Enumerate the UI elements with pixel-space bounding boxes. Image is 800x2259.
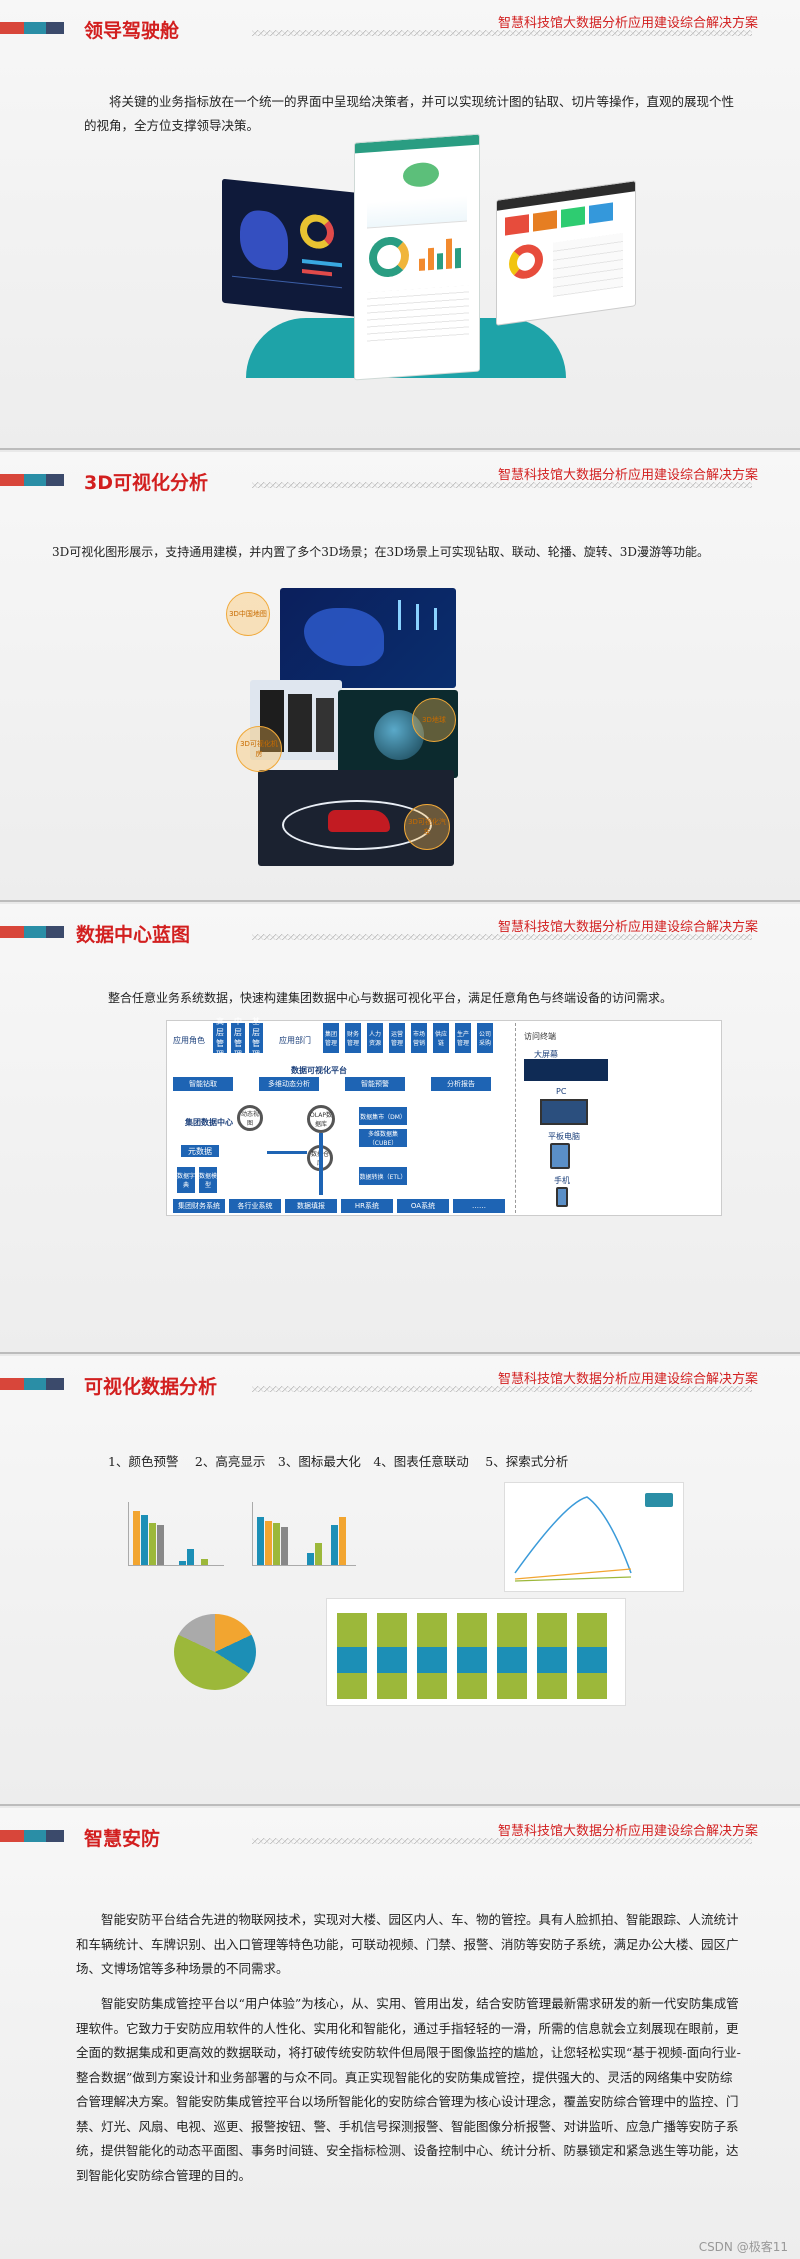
model-box: 数据模型 <box>199 1167 217 1193</box>
dept-box: 运营管理 <box>389 1023 405 1053</box>
bubble-3d-car: 3D可视化汽车 <box>404 804 450 850</box>
header-stripes <box>0 926 70 938</box>
source-box: 集团财务系统 <box>173 1199 225 1213</box>
metadata-box: 元数据 <box>181 1145 219 1157</box>
dept-box: 财务管理 <box>345 1023 361 1053</box>
slide-title: 3D可视化分析 <box>84 472 208 494</box>
center-label: 集团数据中心 <box>185 1118 233 1127</box>
slide-header: 智慧科技馆大数据分析应用建设综合解决方案 <box>497 16 758 31</box>
header-stripes <box>0 474 70 486</box>
divider <box>252 934 752 940</box>
dept-box: 人力资源 <box>367 1023 383 1053</box>
stacked-bar <box>497 1613 527 1699</box>
stacked-bar <box>577 1613 607 1699</box>
dict-box: 数据字典 <box>177 1167 195 1193</box>
slide-body: 整合任意业务系统数据，快速构建集团数据中心与数据可视化平台，满足任意角色与终端设… <box>108 991 673 1005</box>
role-box: 中层管理 <box>231 1017 245 1059</box>
slide-body: 3D可视化图形展示，支持通用建模，并内置了多个3D场景；在3D场景上可实现钻取、… <box>52 545 710 559</box>
depts-label: 应用部门 <box>279 1036 311 1045</box>
role-box: 基层管理 <box>249 1017 263 1059</box>
stacked-bar <box>377 1613 407 1699</box>
terminals-label: 访问终端 <box>524 1032 556 1041</box>
slide-data-center-blueprint: 数据中心蓝图 智慧科技馆大数据分析应用建设综合解决方案 整合任意业务系统数据，快… <box>0 904 800 1354</box>
terminal-pc: PC <box>556 1087 567 1096</box>
header-stripes <box>0 1830 70 1842</box>
stacked-bar <box>537 1613 567 1699</box>
dept-box: 市场营销 <box>411 1023 427 1053</box>
slide-title: 智慧安防 <box>84 1828 161 1850</box>
features-line: 1、颜色预警 2、高亮显示 3、图标最大化 4、图表任意联动 5、探索式分析 <box>108 1454 569 1469</box>
stacked-bar <box>457 1613 487 1699</box>
slide-smart-security: 智慧安防 智慧科技馆大数据分析应用建设综合解决方案 智能安防平台结合先进的物联网… <box>0 1808 800 2259</box>
footer-watermark: CSDN @极客11 <box>698 2240 788 2254</box>
bubble-3d-earth: 3D地球 <box>412 698 456 742</box>
divider <box>252 1386 752 1392</box>
dept-box: 生产管理 <box>455 1023 471 1053</box>
paragraph-1: 智能安防平台结合先进的物联网技术，实现对大楼、园区内人、车、物的管控。具有人脸抓… <box>76 1912 739 1976</box>
slide-header: 智慧科技馆大数据分析应用建设综合解决方案 <box>497 1824 758 1839</box>
divider <box>252 482 752 488</box>
etl-box: 数据转换（ETL） <box>359 1167 407 1185</box>
dept-box: 供应链 <box>433 1023 449 1053</box>
mart-box: 数据集市（DM） <box>359 1107 407 1125</box>
terminal-phone: 手机 <box>554 1176 570 1185</box>
divider <box>252 30 752 36</box>
dept-box: 集团管理 <box>323 1023 339 1053</box>
slide-body: 将关键的业务指标放在一个统一的界面中呈现给决策者，并可以实现统计图的钻取、切片等… <box>84 94 735 133</box>
dept-box: 公司采购 <box>477 1023 493 1053</box>
stacked-bar <box>417 1613 447 1699</box>
header-stripes <box>0 1378 70 1390</box>
source-box: HR系统 <box>341 1199 393 1213</box>
header-stripes <box>0 22 70 34</box>
source-box: 数据填报 <box>285 1199 337 1213</box>
source-box: 各行业系统 <box>229 1199 281 1213</box>
feature-box: 智能钻取 <box>173 1077 233 1091</box>
slide-title: 数据中心蓝图 <box>76 924 191 946</box>
terminal-bigscreen: 大屏幕 <box>534 1050 558 1059</box>
feature-box: 分析报告 <box>431 1077 491 1091</box>
slide-title: 可视化数据分析 <box>84 1376 218 1398</box>
bubble-3d-map: 3D中国地图 <box>226 592 270 636</box>
slide-header: 智慧科技馆大数据分析应用建设综合解决方案 <box>497 1372 758 1387</box>
blueprint-diagram: 应用角色 高层管理 中层管理 基层管理 应用部门 集团管理财务管理人力资源运营管… <box>166 1017 722 1216</box>
feature-box: 多维动态分析 <box>259 1077 319 1091</box>
feature-box: 智能预警 <box>345 1077 405 1091</box>
role-box: 高层管理 <box>213 1017 227 1059</box>
slide-leader-cockpit: 领导驾驶舱 智慧科技馆大数据分析应用建设综合解决方案 将关键的业务指标放在一个统… <box>0 0 800 450</box>
slide-3d-visualization: 3D可视化分析 智慧科技馆大数据分析应用建设综合解决方案 3D可视化图形展示，支… <box>0 452 800 902</box>
slide-header: 智慧科技馆大数据分析应用建设综合解决方案 <box>497 468 758 483</box>
slide-header: 智慧科技馆大数据分析应用建设综合解决方案 <box>497 920 758 935</box>
slide-visual-analysis: 可视化数据分析 智慧科技馆大数据分析应用建设综合解决方案 1、颜色预警 2、高亮… <box>0 1356 800 1806</box>
roles-label: 应用角色 <box>173 1036 205 1045</box>
paragraph-2: 智能安防集成管控平台以“用户体验”为核心，从、实用、管用出发，结合安防管理最新需… <box>76 1996 741 2183</box>
bubble-3d-room: 3D可视化机房 <box>236 726 282 772</box>
stacked-bar <box>337 1613 367 1699</box>
terminal-tablet: 平板电脑 <box>548 1132 580 1141</box>
source-box: OA系统 <box>397 1199 449 1213</box>
dynamic-view-node: 动态视图 <box>237 1105 263 1131</box>
slide-title: 领导驾驶舱 <box>84 20 180 42</box>
platform-label: 数据可视化平台 <box>291 1066 347 1075</box>
olap-node: OLAP数据库 <box>307 1105 335 1133</box>
divider <box>252 1838 752 1844</box>
source-box: …… <box>453 1199 505 1213</box>
cube-box: 多维数据集（CUBE） <box>359 1129 407 1147</box>
